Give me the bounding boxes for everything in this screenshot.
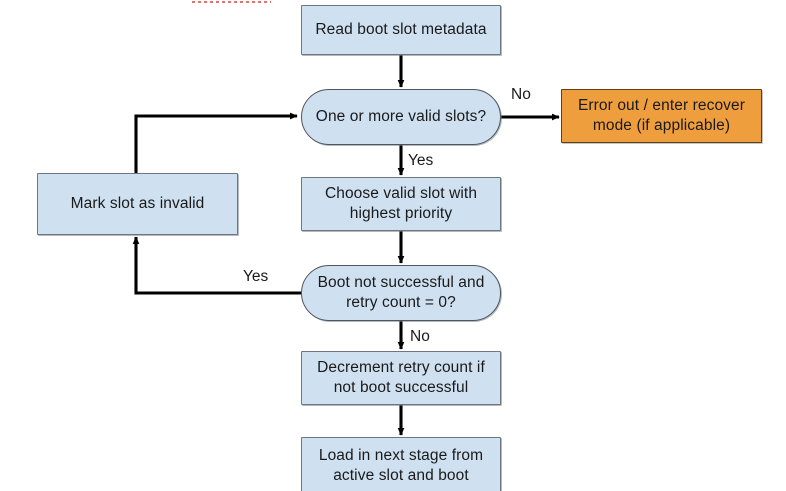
- node-label: Decrement retry count if not boot succes…: [317, 358, 485, 396]
- node-mark-slot-as-invalid: Mark slot as invalid: [37, 173, 238, 235]
- node-label: Read boot slot metadata: [315, 20, 487, 38]
- node-label: Boot not successful and retry count = 0?: [317, 273, 485, 311]
- node-label: Mark slot as invalid: [70, 194, 205, 212]
- node-read-boot-slot-metadata: Read boot slot metadata: [301, 5, 501, 55]
- node-label: Choose valid slot with highest priority: [324, 184, 478, 222]
- label-no-valid-slots: No: [511, 86, 531, 103]
- node-label: Error out / enter recover mode (if appli…: [577, 96, 746, 134]
- edge-edge-boot-check-yes-to-mark-invalid: [132, 236, 301, 295]
- node-boot-not-successful-retry-count-zero: Boot not successful and retry count = 0?: [301, 265, 501, 321]
- label-yes-boot-check: Yes: [243, 268, 269, 285]
- node-error-out-enter-recover-mode: Error out / enter recover mode (if appli…: [561, 89, 762, 143]
- node-decrement-retry-count: Decrement retry count if not boot succes…: [301, 351, 501, 405]
- dashed-line-artifact: [192, 1, 271, 3]
- node-label: Load in next stage from active slot and …: [318, 446, 484, 484]
- node-one-or-more-valid-slots: One or more valid slots?: [301, 89, 501, 145]
- edge-edge-mark-invalid-to-valid-slots: [134, 112, 298, 173]
- label-no-boot-check: No: [410, 328, 430, 345]
- node-label: One or more valid slots?: [315, 107, 487, 125]
- label-yes-valid-slots: Yes: [408, 152, 434, 169]
- node-choose-valid-slot-highest-priority: Choose valid slot with highest priority: [301, 177, 501, 231]
- node-load-next-stage-active-slot: Load in next stage from active slot and …: [301, 437, 501, 491]
